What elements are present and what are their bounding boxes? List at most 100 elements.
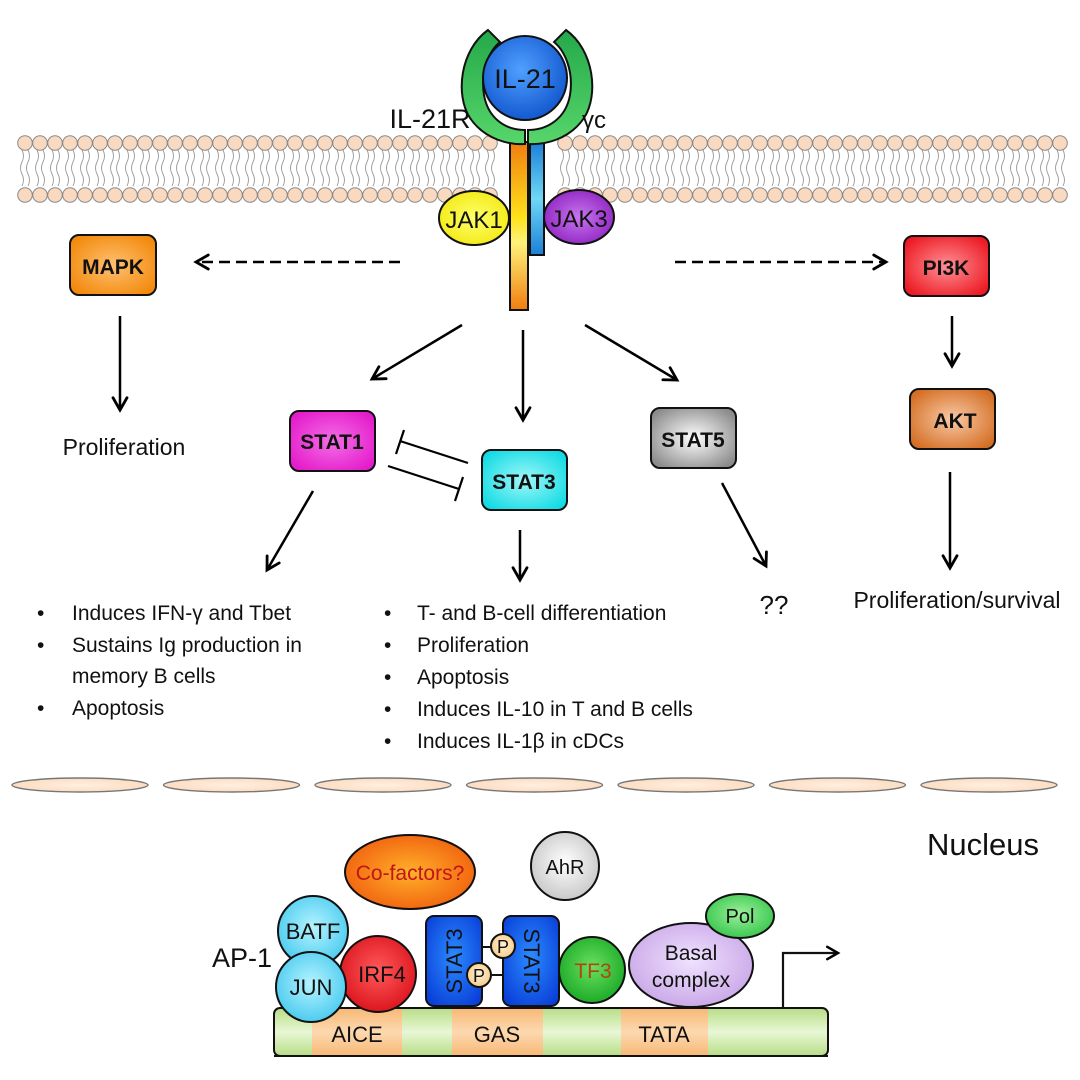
lipid-head [47, 187, 63, 203]
stat3-monomer-right [502, 915, 560, 1007]
lipid-head [62, 187, 78, 203]
lipid-head [887, 187, 903, 203]
nuclear-envelope-segment [920, 777, 1058, 793]
lipid-head [167, 135, 183, 151]
lipid-tail [890, 149, 900, 187]
lipid-head [797, 135, 813, 151]
stat1-effect-2-cont: memory B cells [72, 665, 216, 688]
lipid-tail [1010, 149, 1020, 187]
lipid-head [812, 135, 828, 151]
lipid-tail [845, 149, 855, 187]
lipid-head [782, 135, 798, 151]
lipid-head [107, 135, 123, 151]
nuclear-envelope-segment [617, 777, 755, 793]
nuclear-envelope [11, 777, 1058, 793]
lipid-tail [110, 149, 120, 187]
lipid-head [707, 187, 723, 203]
svg-text:•: • [384, 666, 391, 689]
jun-label: JUN [290, 975, 333, 1000]
nuclear-envelope-segment [11, 777, 149, 793]
lipid-tail [260, 149, 270, 187]
stat1-node [289, 410, 376, 472]
pol-label: Pol [726, 906, 755, 928]
lipid-head [332, 187, 348, 203]
stat3-effect-3: Apoptosis [417, 666, 509, 689]
lipid-head [332, 135, 348, 151]
basal-complex [628, 922, 754, 1008]
lipid-head [977, 187, 993, 203]
lipid-tail [620, 149, 630, 187]
lipid-tail [410, 149, 420, 187]
svg-text:•: • [37, 602, 44, 625]
cofactors-label: Co-factors? [356, 862, 465, 885]
lipid-head [242, 187, 258, 203]
lipid-head [767, 187, 783, 203]
lipid-head [77, 135, 93, 151]
arrow-stat5-to-unknown [720, 482, 768, 569]
lipid-tail [35, 149, 45, 187]
stat1-effects-list: • Induces IFN-γ and Tbet • Sustains Ig p… [37, 602, 302, 720]
lipid-head [602, 135, 618, 151]
lipid-head [857, 135, 873, 151]
lipid-head [842, 187, 858, 203]
lipid-head [752, 187, 768, 203]
cofactors [344, 834, 476, 910]
lipid-tail [740, 149, 750, 187]
lipid-head [257, 135, 273, 151]
lipid-tail [290, 149, 300, 187]
gas-label: GAS [474, 1022, 520, 1047]
akt-node [909, 388, 996, 450]
lipid-head [182, 135, 198, 151]
lipid-tail [275, 149, 285, 187]
lipid-head [347, 135, 363, 151]
lipid-tail [650, 149, 660, 187]
tf3-label: TF3 [574, 960, 611, 983]
lipid-tail [95, 149, 105, 187]
svg-text:•: • [384, 730, 391, 753]
lipid-head [137, 187, 153, 203]
lipid-head [827, 135, 843, 151]
lipid-tail [380, 149, 390, 187]
lipid-tail [200, 149, 210, 187]
stat3-left-label: STAT3 [442, 928, 467, 993]
lipid-tail [980, 149, 990, 187]
lipid-head [782, 187, 798, 203]
svg-text:•: • [384, 634, 391, 657]
lipid-head [317, 135, 333, 151]
lipid-tail [860, 149, 870, 187]
lipid-head [1052, 187, 1068, 203]
lipid-head [647, 135, 663, 151]
lipid-head [1007, 187, 1023, 203]
lipid-head [737, 135, 753, 151]
lipid-head [317, 187, 333, 203]
lipid-head [122, 187, 138, 203]
jak3-label: JAK3 [550, 206, 607, 233]
lipid-head [1037, 187, 1053, 203]
lipid-tail [575, 149, 585, 187]
mapk-outcome: Proliferation [63, 434, 186, 460]
lipid-head [902, 135, 918, 151]
lipid-tail [125, 149, 135, 187]
tata-label: TATA [638, 1022, 690, 1047]
lipid-tail [350, 149, 360, 187]
lipid-tail [170, 149, 180, 187]
lipid-head [182, 187, 198, 203]
lipid-tail [680, 149, 690, 187]
lipid-tail [965, 149, 975, 187]
lipid-head [197, 135, 213, 151]
lipid-tail [455, 149, 465, 187]
lipid-head [347, 187, 363, 203]
lipid-head [917, 135, 933, 151]
ahr-label: AhR [546, 857, 585, 879]
lipid-head [797, 187, 813, 203]
lipid-tail [590, 149, 600, 187]
lipid-tail [365, 149, 375, 187]
lipid-tail [665, 149, 675, 187]
phosphate-2-label: P [473, 966, 485, 986]
lipid-head [617, 135, 633, 151]
lipid-tail [320, 149, 330, 187]
lipid-head [32, 135, 48, 151]
inhibition-stat1-to-stat3 [387, 464, 465, 502]
lipid-head [962, 187, 978, 203]
